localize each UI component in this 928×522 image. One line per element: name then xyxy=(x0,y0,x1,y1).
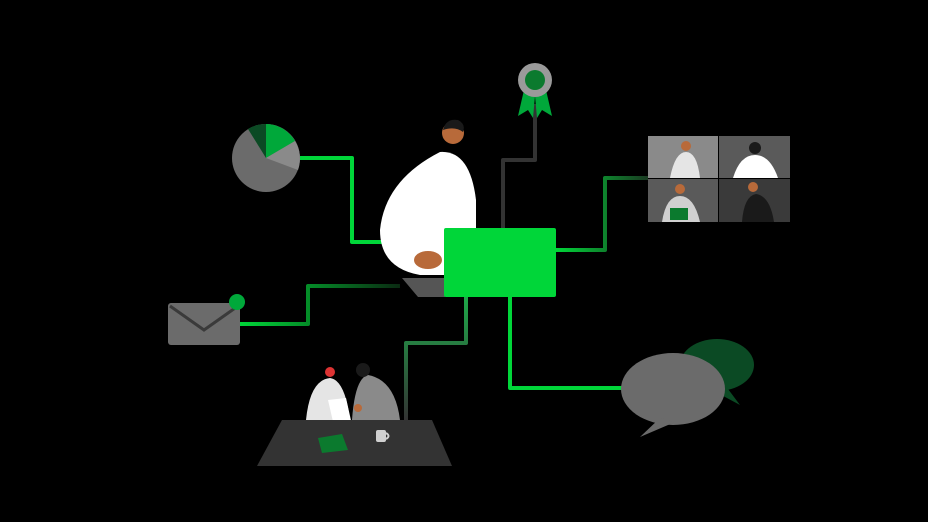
email-connector xyxy=(240,284,400,326)
video-connector xyxy=(556,176,648,252)
meeting-table-scene xyxy=(257,363,452,466)
chat-bubbles-icon xyxy=(621,339,754,437)
video-call-grid xyxy=(648,136,790,222)
laptop-screen xyxy=(444,228,556,297)
chat-connector xyxy=(508,297,625,390)
person-with-laptop xyxy=(380,119,556,297)
award-badge-icon xyxy=(518,63,552,118)
pie-chart-icon xyxy=(232,123,300,192)
notification-dot xyxy=(229,294,245,310)
email-envelope-icon xyxy=(168,294,245,345)
meeting-connector xyxy=(404,297,468,420)
award-connector xyxy=(501,104,537,228)
